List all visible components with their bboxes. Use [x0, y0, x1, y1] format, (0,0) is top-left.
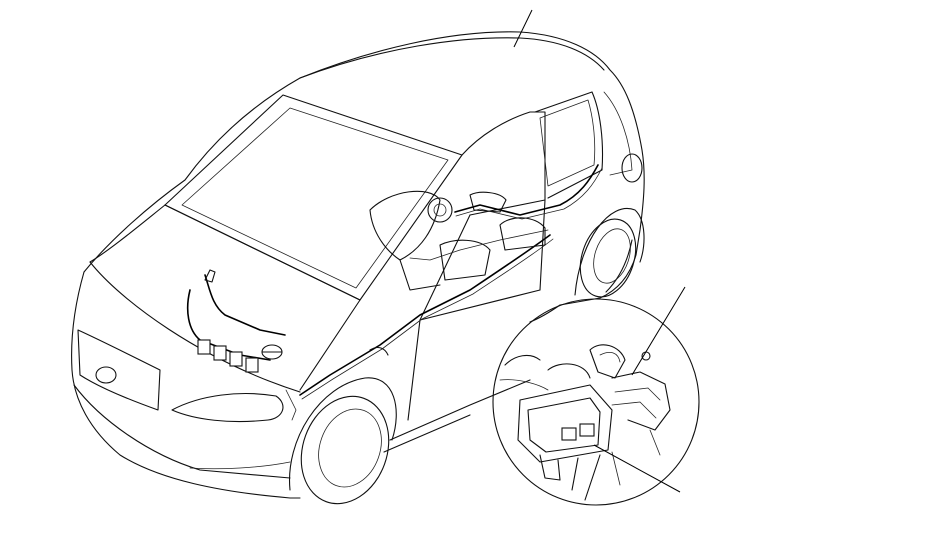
fuel-filler-cap	[621, 153, 643, 183]
leader-lines	[513, 9, 686, 493]
interior-seats	[369, 190, 491, 291]
inset-lower-leader-line	[593, 444, 681, 493]
front-wheel	[288, 377, 397, 505]
hood-and-front	[73, 204, 361, 479]
side-windows	[461, 91, 633, 216]
rear-wheel	[574, 207, 645, 298]
inset-upper-leader-line	[631, 286, 686, 376]
car-body	[71, 31, 645, 499]
engine-components	[186, 269, 389, 421]
roof-leader-line	[513, 9, 533, 48]
detail-inset	[492, 298, 700, 506]
windshield	[164, 94, 463, 301]
fuel-line-routing	[299, 164, 603, 400]
